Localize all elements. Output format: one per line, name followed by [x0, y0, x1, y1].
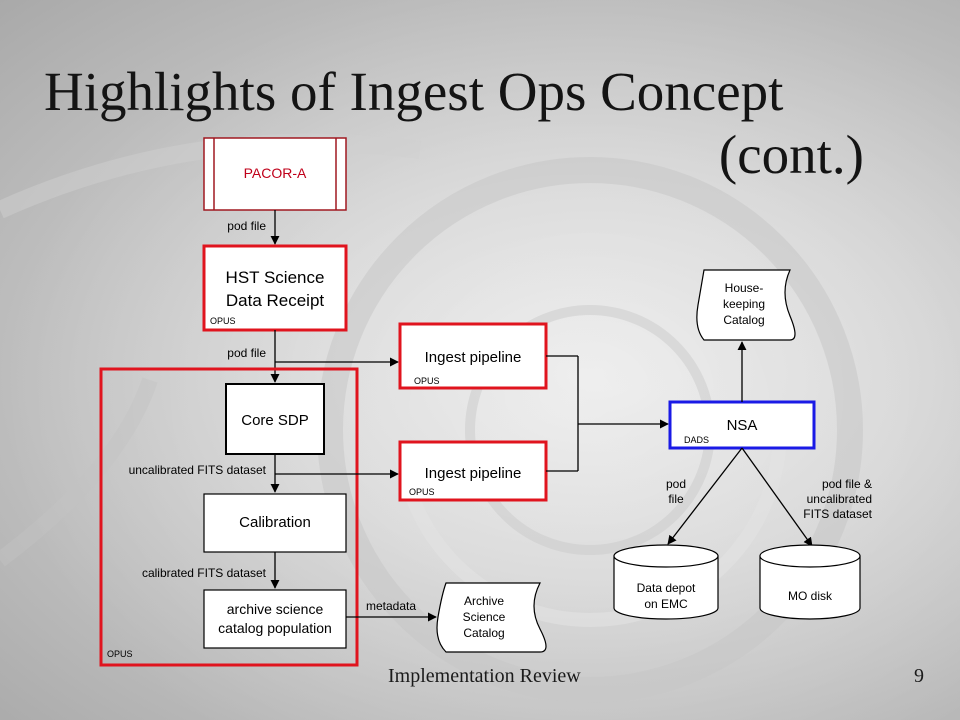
ingest-pipeline-top-box: Ingest pipeline OPUS: [398, 322, 548, 390]
core-sdp-label: Core SDP: [241, 412, 309, 429]
mo-disk-cylinder: MO disk: [759, 544, 861, 620]
hk-line2: keeping: [723, 297, 765, 311]
hk-line3: Catalog: [723, 313, 764, 327]
pod-file-label-2: pod file: [227, 346, 266, 360]
opus-processing-container: [99, 367, 359, 667]
data-depot-cylinder: Data depot on EMC: [613, 544, 719, 620]
pod-uncal-label-3: FITS dataset: [803, 507, 872, 521]
hk-line1: House-: [725, 281, 764, 295]
pod-uncal-label-2: uncalibrated: [807, 492, 872, 506]
uncalibrated-fits-label: uncalibrated FITS dataset: [129, 463, 267, 477]
hst-science-data-receipt-box: HST Science Data Receipt OPUS: [202, 244, 348, 332]
calibrated-fits-label: calibrated FITS dataset: [142, 566, 267, 580]
ingest-pipeline-bottom-box: Ingest pipeline OPUS: [398, 440, 548, 502]
hst-opus-tag: OPUS: [210, 316, 236, 326]
asc-line1: Archive: [464, 594, 504, 608]
core-sdp-box: Core SDP: [225, 383, 325, 455]
hst-label-line2: Data Receipt: [226, 291, 325, 310]
pod-file-label-3b: file: [668, 492, 684, 506]
container-opus-tag: OPUS: [107, 649, 133, 659]
arrow-nsa-to-mo-disk: [741, 447, 813, 547]
archive-pop-line1: archive science: [227, 601, 324, 617]
footer-text: Implementation Review: [388, 665, 581, 687]
nsa-label: NSA: [727, 417, 758, 434]
slide-title-line1: Highlights of Ingest Ops Concept: [44, 61, 784, 122]
nsa-box: NSA DADS: [668, 400, 816, 450]
slide-title: Highlights of Ingest Ops Concept (cont.): [44, 60, 864, 187]
asc-line2: Science: [463, 610, 506, 624]
pod-file-label-3a: pod: [666, 477, 686, 491]
mo-disk-label: MO disk: [788, 589, 833, 603]
calibration-box: Calibration: [203, 493, 347, 553]
pod-file-label-1: pod file: [227, 219, 266, 233]
archive-science-catalog-doc: Archive Science Catalog: [436, 582, 547, 653]
archive-science-catalog-population-box: archive science catalog population: [203, 589, 347, 649]
ingest-top-label: Ingest pipeline: [425, 349, 522, 366]
depot-line1: Data depot: [637, 581, 696, 595]
hst-label-line1: HST Science: [226, 268, 325, 287]
ingest-bottom-label: Ingest pipeline: [425, 465, 522, 482]
pod-uncal-label-1: pod file &: [822, 477, 872, 491]
nsa-dads-tag: DADS: [684, 435, 709, 445]
page-number: 9: [914, 665, 924, 687]
metadata-label: metadata: [366, 599, 416, 613]
ingest-bottom-opus-tag: OPUS: [409, 487, 435, 497]
archive-pop-line2: catalog population: [218, 620, 332, 636]
depot-line2: on EMC: [644, 597, 688, 611]
slide-title-line2: (cont.): [718, 124, 864, 186]
calibration-label: Calibration: [239, 514, 311, 531]
asc-line3: Catalog: [463, 626, 504, 640]
pacor-a-box: PACOR-A: [203, 137, 347, 211]
ingest-to-nsa-connector: [546, 355, 669, 472]
ingest-top-opus-tag: OPUS: [414, 376, 440, 386]
arrow-nsa-to-depot: [667, 447, 743, 545]
pacor-a-label: PACOR-A: [244, 165, 307, 181]
housekeeping-catalog-doc: House- keeping Catalog: [696, 269, 796, 341]
